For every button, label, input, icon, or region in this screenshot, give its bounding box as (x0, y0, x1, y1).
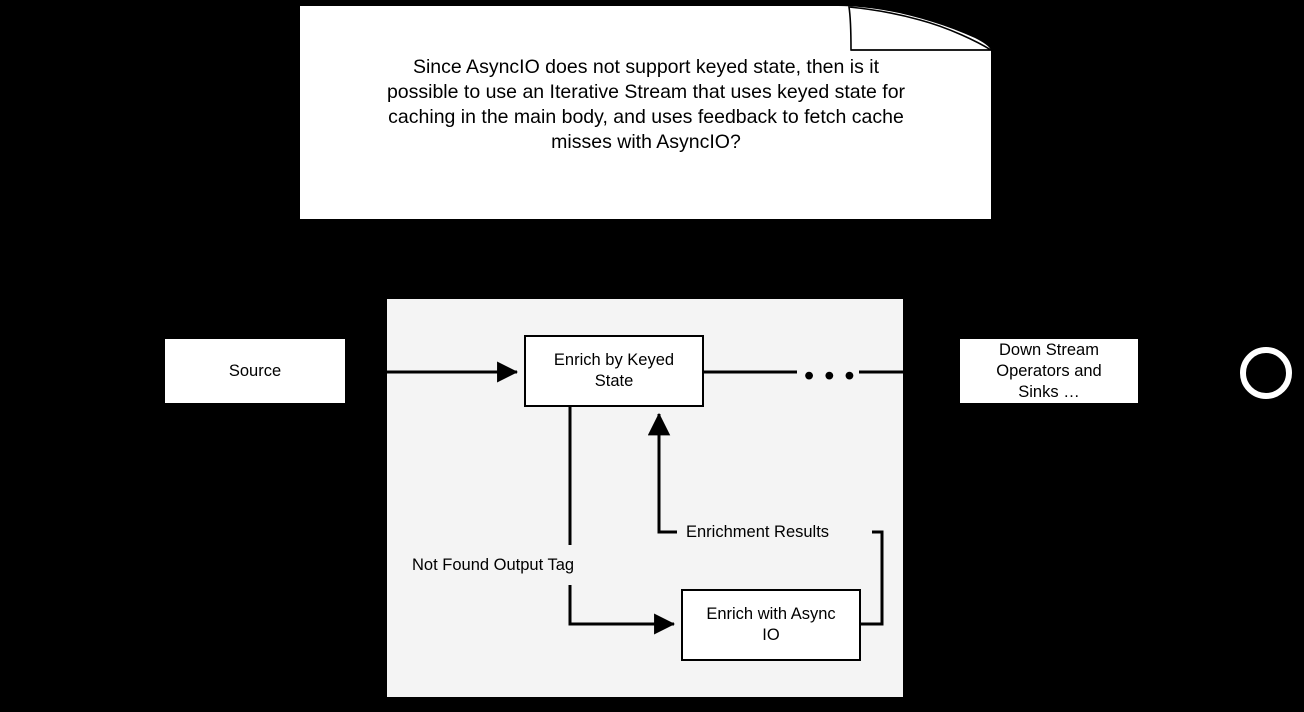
pipeline-ellipsis-icon: • • • (801, 362, 859, 391)
edge-label-enrichment-results: Enrichment Results (682, 522, 834, 542)
node-source[interactable]: Source (165, 339, 345, 403)
edge-enrichment-results-feedback (647, 412, 677, 534)
edge-label-not-found-output-tag: Not Found Output Tag (408, 555, 579, 575)
node-enrich-by-keyed-state[interactable]: Enrich by Keyed State (524, 335, 704, 407)
question-note-shape (300, 6, 994, 219)
question-note-text: Since AsyncIO does not support keyed sta… (386, 56, 906, 153)
node-enrich-with-async-io[interactable]: Enrich with Async IO (681, 589, 861, 661)
edge-not-found-lower (568, 585, 676, 635)
node-downstream-operators-and-sinks[interactable]: Down Stream Operators and Sinks … (960, 339, 1138, 403)
edge-enrichment-results-right (861, 530, 884, 626)
terminator-circle (1240, 347, 1292, 399)
